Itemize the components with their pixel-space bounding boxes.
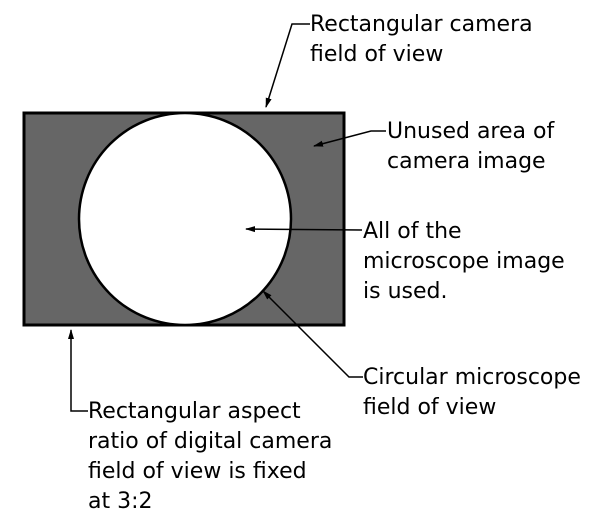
label-camera-field-line-2: field of view — [310, 42, 443, 67]
label-unused-area-line-1: Unused area of — [387, 119, 555, 144]
label-aspect-ratio-line-4: at 3:2 — [88, 489, 153, 514]
label-microscope-used-line-2: microscope image — [363, 249, 565, 274]
label-microscope-used: All of the microscope image is used. — [363, 219, 572, 304]
label-camera-field-line-1: Rectangular camera — [310, 12, 533, 37]
leader-aspect-ratio — [68, 329, 88, 412]
label-microscope-used-line-3: is used. — [363, 279, 447, 304]
label-microscope-field: Circular microscope field of view — [363, 365, 588, 420]
label-microscope-used-line-1: All of the — [363, 219, 462, 244]
label-microscope-field-line-2: field of view — [363, 395, 496, 420]
label-unused-area-line-2: camera image — [387, 149, 546, 174]
label-aspect-ratio-line-2: ratio of digital camera — [88, 429, 332, 454]
label-aspect-ratio: Rectangular aspect ratio of digital came… — [88, 399, 339, 514]
label-aspect-ratio-line-1: Rectangular aspect — [88, 399, 301, 424]
label-microscope-field-line-1: Circular microscope — [363, 365, 581, 390]
label-unused-area: Unused area of camera image — [387, 119, 561, 174]
label-aspect-ratio-line-3: field of view is fixed — [88, 459, 307, 484]
leader-microscope-field — [262, 290, 363, 378]
microscope-field-circle — [77, 111, 293, 327]
leader-microscope-used — [245, 226, 363, 233]
leader-unused-area — [313, 130, 386, 147]
leader-camera-field — [265, 23, 310, 108]
label-camera-field: Rectangular camera field of view — [310, 12, 540, 67]
